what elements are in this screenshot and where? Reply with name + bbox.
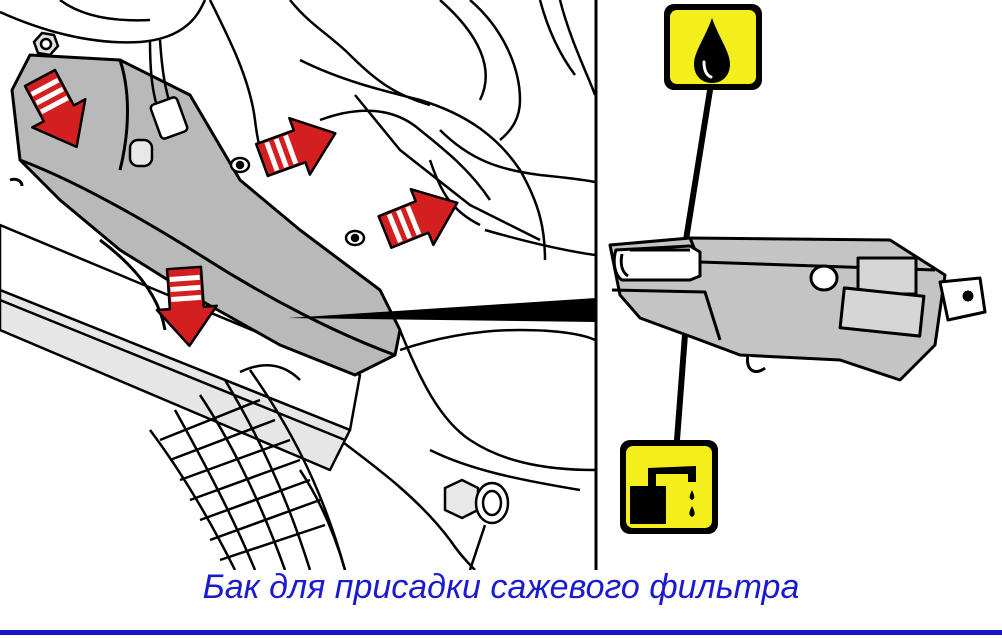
connector-plug [128, 39, 189, 168]
arrow-middle-right [372, 173, 470, 262]
additive-tank [608, 236, 987, 382]
detail-panel [608, 4, 987, 534]
tank-drain-icon [620, 440, 718, 534]
bottom-rule [0, 630, 1002, 635]
clip-lower [344, 229, 366, 247]
diagram-illustration [0, 0, 987, 570]
fasteners [32, 31, 510, 570]
diagram-caption: Бак для присадки сажевого фильтра [202, 568, 800, 606]
oil-drop-icon [664, 4, 762, 90]
detail-leader-wedge [288, 298, 596, 322]
bolt-lower-right [443, 478, 510, 570]
top-icon-leader [682, 84, 714, 246]
tyre [148, 364, 347, 570]
left-scene [0, 0, 597, 570]
tank-cover-panel [9, 53, 402, 377]
arrow-upper-middle [250, 103, 347, 190]
bolt-top-left [32, 31, 60, 57]
clip-upper [229, 156, 251, 174]
